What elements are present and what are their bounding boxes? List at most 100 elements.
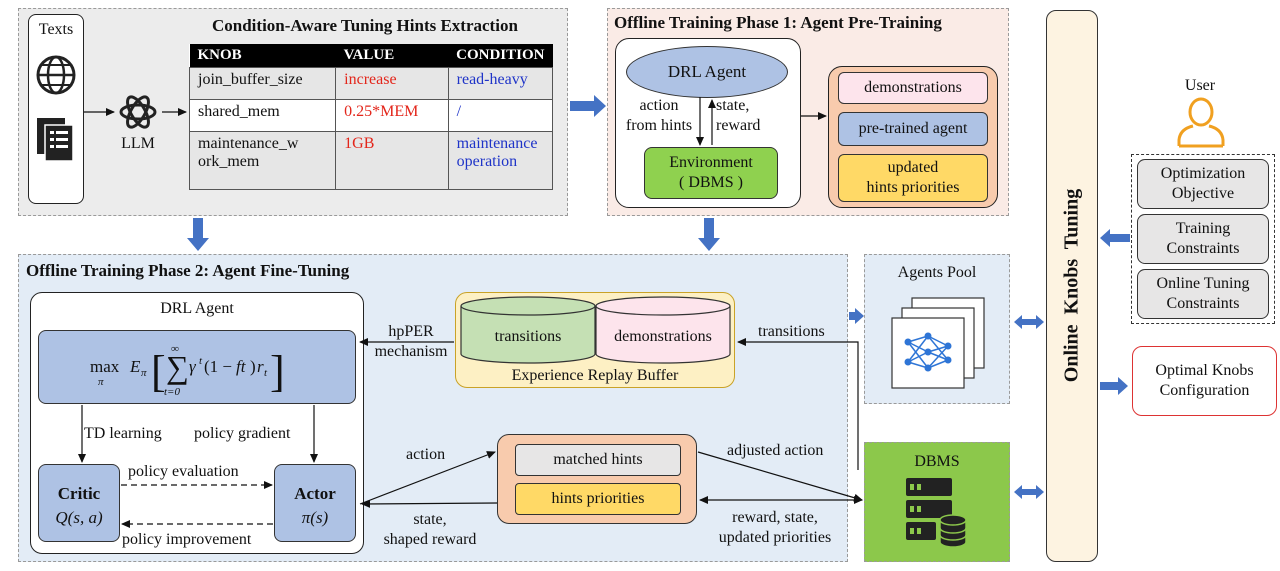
- svg-text:∑: ∑: [166, 349, 189, 385]
- training-constraints-label: Training Constraints: [1166, 220, 1240, 257]
- knob-cell: shared_mem: [188, 99, 337, 132]
- svg-text:ft: ft: [236, 357, 247, 376]
- matched-hints: matched hints: [515, 444, 681, 476]
- hints-priorities-label: hints priorities: [551, 490, 645, 507]
- phase2-drl-agent-label: DRL Agent: [160, 300, 234, 317]
- table-row: maintenance_w ork_mem 1GB maintenance op…: [188, 131, 554, 190]
- phase1-pretrained-agent-label: pre-trained agent: [858, 120, 968, 137]
- user-requirements-box: [1131, 154, 1275, 324]
- phase1-pretrained-agent: pre-trained agent: [838, 112, 988, 146]
- svg-text:t: t: [199, 355, 203, 367]
- matched-hints-label: matched hints: [553, 451, 643, 468]
- user-icon: [1176, 96, 1226, 148]
- svg-text:r: r: [257, 357, 264, 376]
- optimization-objective-label: Optimization Objective: [1160, 165, 1246, 202]
- reward-state-label: reward, state, updated priorities: [718, 509, 832, 546]
- dbms-online-arrow: [1014, 485, 1044, 499]
- phase1-updated-priorities-label: updated hints priorities: [866, 159, 960, 196]
- phase1-demonstrations: demonstrations: [838, 72, 988, 104]
- table-row: join_buffer_size increase read-heavy: [188, 67, 554, 100]
- critic-formula: Q(s, a): [55, 508, 103, 527]
- actor-formula: π(s): [301, 508, 329, 527]
- user-to-online-arrow: [1100, 229, 1130, 247]
- neural-network-icon: [890, 294, 990, 394]
- critic-name: Critic: [57, 484, 101, 503]
- hpper-label: hpPER mechanism: [374, 323, 448, 360]
- action-label: action: [406, 446, 446, 463]
- col-condition: CONDITION: [448, 44, 553, 68]
- dbms-title: DBMS: [914, 453, 960, 470]
- svg-text:∞: ∞: [171, 343, 179, 355]
- state-reward-arrow: [361, 499, 498, 508]
- policy-gradient-label: policy gradient: [194, 425, 291, 442]
- objective-formula: [38, 330, 356, 404]
- td-learning-label: TD learning: [84, 425, 162, 442]
- texts-label: Texts: [38, 21, 74, 38]
- value-cell: increase: [335, 67, 449, 100]
- svg-text:E: E: [129, 357, 141, 376]
- svg-text:t: t: [264, 367, 268, 379]
- action-arrow: [359, 451, 496, 505]
- pool-online-arrow: [1014, 315, 1044, 329]
- llm-icon: [118, 92, 158, 132]
- actor-box: [274, 464, 356, 542]
- actor-name: Actor: [294, 484, 336, 503]
- phase2-title: Offline Training Phase 2: Agent Fine-Tun…: [26, 261, 350, 280]
- svg-text:[: [: [151, 347, 166, 396]
- database-server-icon: [904, 476, 968, 548]
- globe-icon: [35, 54, 77, 96]
- optimal-knobs-configuration: Optimal Knobs Configuration: [1132, 346, 1277, 416]
- buffer-label: Experience Replay Buffer: [511, 367, 679, 384]
- user-label: User: [1184, 77, 1216, 94]
- online-to-output-arrow: [1100, 377, 1128, 395]
- transitions-arrow: [737, 338, 859, 470]
- hints-table: KNOB VALUE CONDITION join_buffer_size in…: [188, 44, 554, 190]
- llm-label: LLM: [121, 135, 155, 152]
- phase1-to-phase2-arrow: [698, 218, 720, 251]
- svg-text:π: π: [98, 376, 104, 388]
- optimal-knobs-configuration-label: Optimal Knobs Configuration: [1155, 362, 1254, 399]
- policy-evaluation-label: policy evaluation: [128, 463, 239, 480]
- agents-pool-title: Agents Pool: [897, 264, 977, 281]
- extraction-to-phase1-arrow: [570, 95, 606, 117]
- document-icon: [37, 118, 75, 162]
- phase1-environment-label: Environment ( DBMS ): [669, 154, 753, 191]
- hints-extraction-title: Condition-Aware Tuning Hints Extraction: [212, 16, 518, 35]
- knob-cell: maintenance_w ork_mem: [188, 131, 337, 190]
- buffer-cylinders: [455, 292, 735, 388]
- col-knob: KNOB: [189, 44, 336, 68]
- transitions-arrow-label: transitions: [758, 323, 825, 340]
- value-cell: 0.25*MEM: [335, 99, 449, 132]
- buffer-demonstrations: demonstrations: [614, 328, 712, 345]
- extraction-to-phase2-arrow: [187, 218, 209, 251]
- phase1-drl-agent: DRL Agent: [626, 46, 788, 98]
- phase2-to-pool-arrow: [849, 308, 864, 324]
- state-shaped-reward-label: state, shaped reward: [383, 511, 477, 548]
- svg-text:max: max: [90, 357, 120, 376]
- phase1-drl-agent-label: DRL Agent: [667, 62, 747, 81]
- phase1-updated-priorities: updated hints priorities: [838, 154, 988, 202]
- condition-cell: /: [447, 99, 554, 132]
- critic-box: [38, 464, 120, 542]
- objective-formula-graphic: max π E π [ ∑ ∞ t=0 γ t (1 − ft ) r t ]: [38, 330, 356, 404]
- policy-improvement-label: policy improvement: [122, 531, 252, 548]
- phase1-action-label: action from hints: [625, 97, 693, 134]
- adjusted-action-label: adjusted action: [727, 442, 824, 459]
- col-value: VALUE: [335, 44, 449, 68]
- phase1-state-label: state, reward: [716, 97, 761, 134]
- condition-cell: read-heavy: [447, 67, 554, 100]
- svg-text:): ): [250, 357, 256, 376]
- svg-text:γ: γ: [189, 357, 197, 376]
- online-tuning-constraints: Online Tuning Constraints: [1137, 269, 1269, 319]
- online-tuning-bar: [1046, 10, 1098, 562]
- svg-text:]: ]: [270, 347, 285, 396]
- svg-text:t=0: t=0: [164, 386, 180, 398]
- phase1-environment: Environment ( DBMS ): [644, 147, 778, 199]
- training-constraints: Training Constraints: [1137, 214, 1269, 264]
- hints-priorities: hints priorities: [515, 483, 681, 515]
- online-tuning-constraints-label: Online Tuning Constraints: [1156, 275, 1250, 312]
- buffer-transitions: transitions: [494, 328, 562, 345]
- value-cell: 1GB: [335, 131, 449, 190]
- svg-text:π: π: [141, 367, 147, 379]
